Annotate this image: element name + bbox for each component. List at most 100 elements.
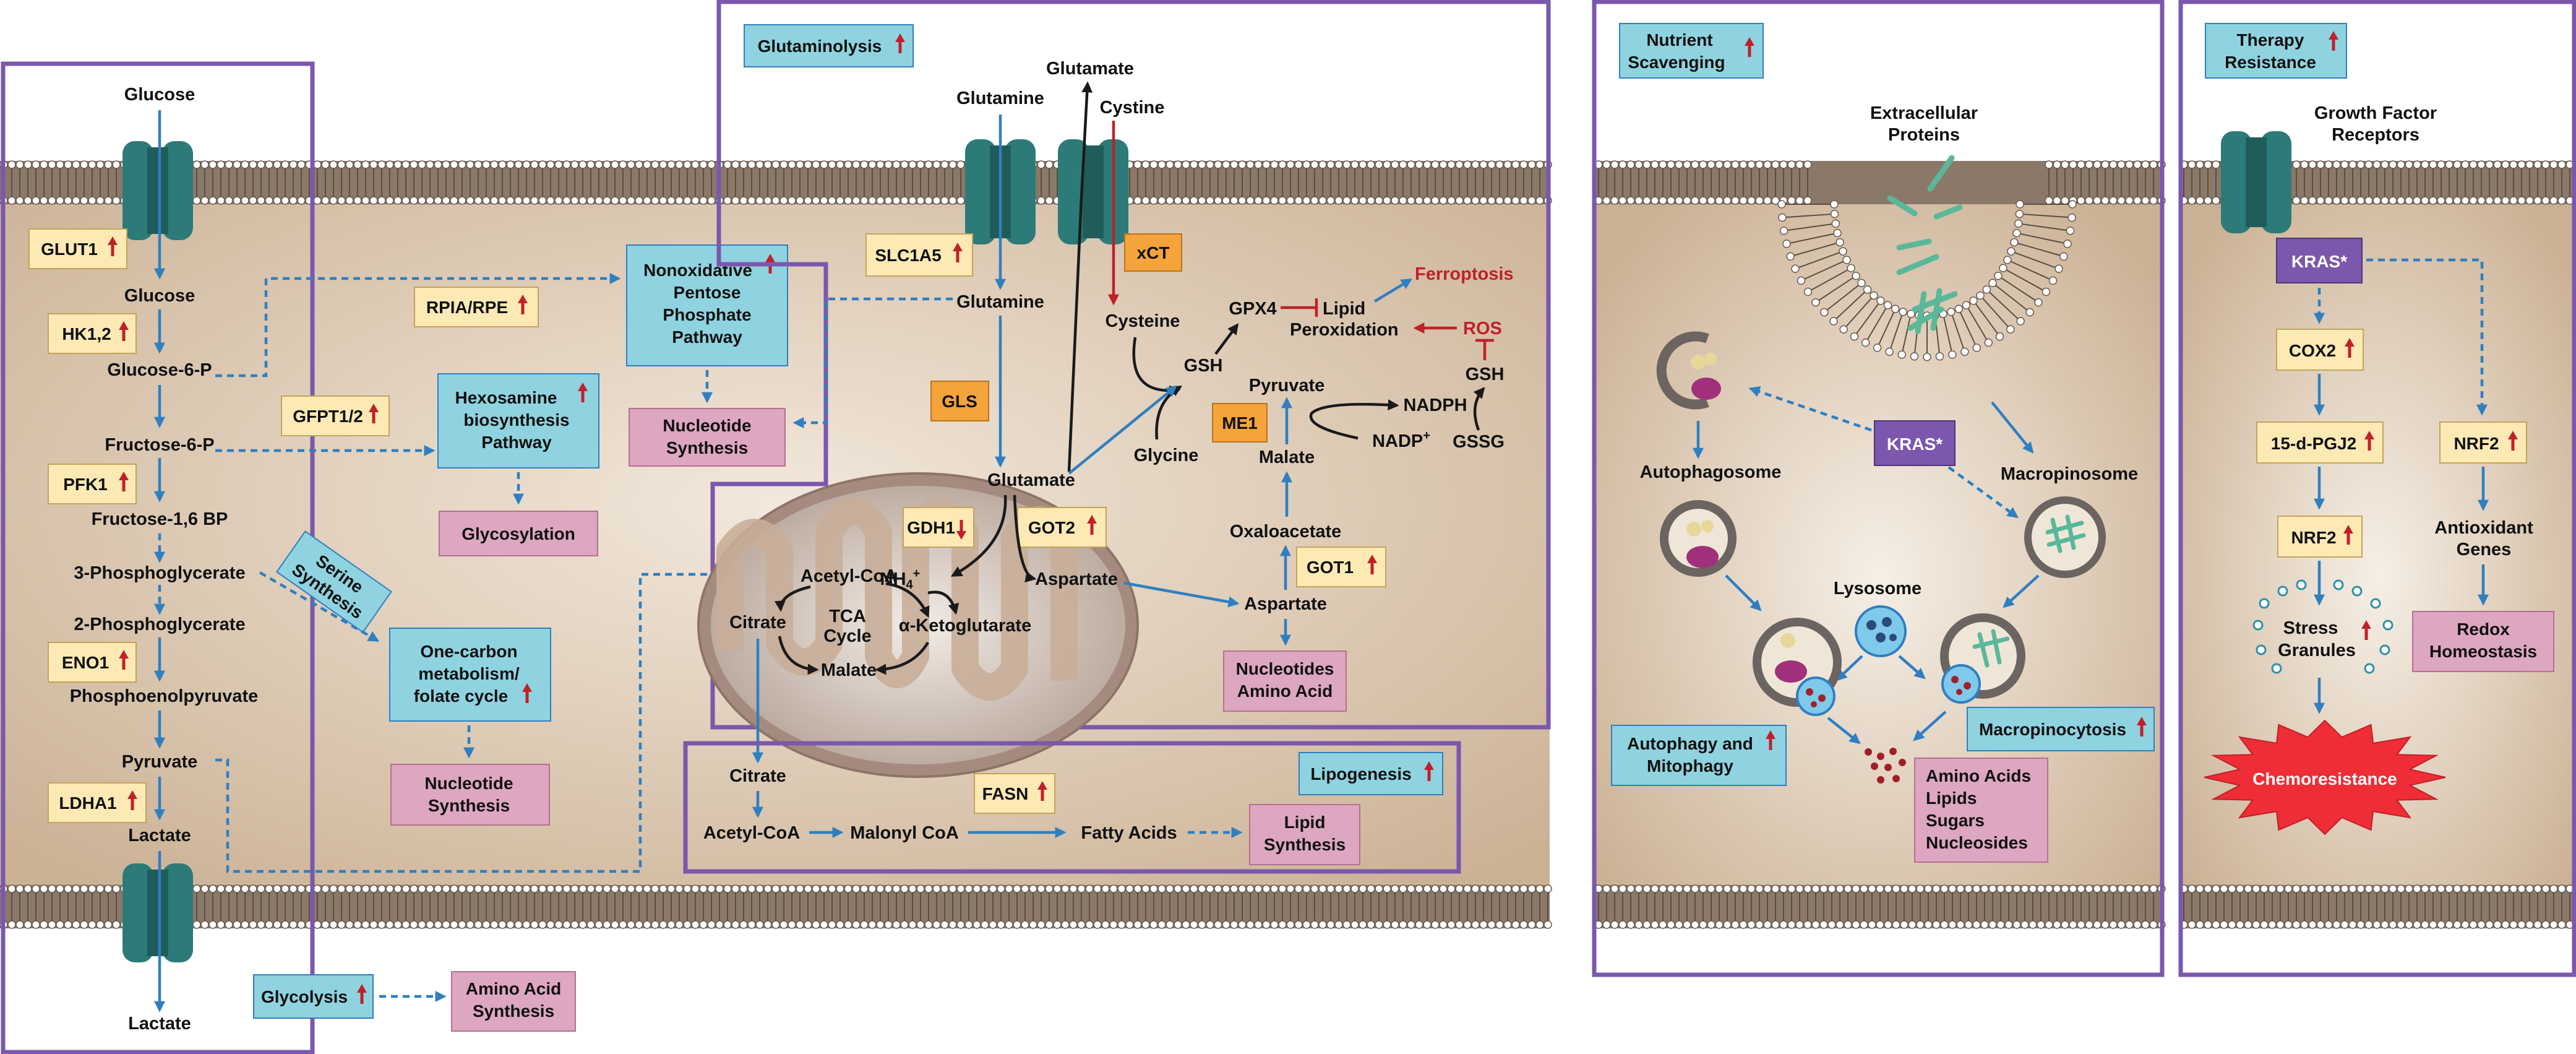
redox-homeostasis-box: Redox Homeostasis [2412,611,2554,672]
up-arrow-icon [2345,338,2355,358]
autophagosome-icon [1660,500,1737,577]
lysosome-label: Lysosome [1834,579,1921,598]
enzyme-xct: xCT [1124,233,1182,272]
glutamate-mito: Glutamate [987,470,1075,490]
svg-text:SLC1A5: SLC1A5 [875,246,941,265]
svg-text:Amino Acids: Amino Acids [1926,766,2031,785]
svg-text:NRF2: NRF2 [2454,434,2499,453]
glut1-transporter-icon [122,141,193,240]
svg-text:Nutrient: Nutrient [1646,30,1712,50]
gsh-2: GSH [1466,365,1505,384]
enzyme-ldha1: LDHA1 [48,782,147,823]
macropinolysosome-icon [1940,613,2025,704]
svg-text:One-carbon: One-carbon [420,642,517,661]
enzyme-glut1: GLUT1 [28,228,127,269]
antioxidant-genes-2: Genes [2457,540,2512,559]
svg-text:Nucleotide: Nucleotide [424,774,513,793]
scavenging-label: Nutrient Scavenging [1619,23,1764,79]
svg-text:Resistance: Resistance [2225,53,2316,72]
protein-fragments-icon [1887,155,1963,334]
pgj2-box: 15-d-PGJ2 [2256,421,2384,464]
phosphoenolpyruvate: Phosphoenolpyruvate [70,686,259,706]
svg-text:Pentose: Pentose [674,283,741,302]
up-arrow-icon [357,984,367,1004]
enzyme-got1: GOT1 [1296,546,1386,587]
growth-factor-receptors-1: Growth Factor [2314,103,2437,123]
down-arrow-icon [956,520,966,540]
macropinosome-icon [2024,496,2106,578]
lipogenesis-label: Lipogenesis [1299,752,1443,795]
tca-cycle-1: TCA [829,607,866,626]
svg-text:GOT2: GOT2 [1028,518,1075,537]
acetyl-coa-mito: Acetyl-CoA [801,566,897,586]
glycine: Glycine [1134,446,1199,465]
svg-text:GOT1: GOT1 [1307,558,1354,577]
svg-text:metabolism/: metabolism/ [418,664,520,683]
nadph: NADPH [1403,395,1467,415]
aspartate-cytosol: Aspartate [1244,594,1327,614]
enzyme-gdh1: GDH1 [903,507,974,548]
chemoresistance-starburst: Chemoresistance [2204,719,2446,836]
enzyme-gls: GLS [930,381,989,421]
pyruvate-glutaminolysis: Pyruvate [1249,376,1325,395]
svg-text:GDH1: GDH1 [907,518,955,537]
antioxidant-genes-1: Antioxidant [2434,518,2533,538]
nrf2-box-a: NRF2 [2277,516,2363,558]
malonyl-coa: Malonyl CoA [850,823,959,843]
svg-text:Lipogenesis: Lipogenesis [1310,764,1411,784]
up-arrow-icon [119,472,129,491]
phagophore-icon [1656,331,1721,410]
svg-text:KRAS*: KRAS* [2291,252,2347,271]
svg-text:Glutaminolysis: Glutaminolysis [758,37,882,56]
malate-cytosol: Malate [1259,447,1315,467]
lactate-intracellular: Lactate [128,826,191,845]
glycosylation-box: Glycosylation [439,511,598,556]
growth-factor-receptors-2: Receptors [2332,125,2419,145]
svg-text:Synthesis: Synthesis [473,1001,554,1021]
hexosamine-box: Hexosamine biosynthesis Pathway [437,373,599,469]
svg-text:Pathway: Pathway [481,433,552,452]
up-arrow-icon [2343,525,2353,545]
ros: ROS [1463,319,1502,339]
amino-acid-synthesis-box: Amino Acid Synthesis [451,971,576,1032]
nrf2-box-b: NRF2 [2439,421,2527,464]
ferroptosis: Ferroptosis [1415,264,1514,284]
nucleotide-synthesis-box-1: Nucleotide Synthesis [629,408,786,467]
up-arrow-icon [1037,781,1047,801]
citrate-cytosol: Citrate [729,766,786,786]
gpx4: GPX4 [1229,299,1276,319]
macropinosome-label: Macropinosome [2001,464,2138,484]
up-arrow-icon [1745,37,1754,57]
svg-text:Homeostasis: Homeostasis [2429,642,2537,661]
glucose-extracellular: Glucose [124,85,195,105]
autophagy-mitophagy-box: Autophagy and Mitophagy [1611,725,1787,786]
lactate-transporter-icon [122,863,193,962]
up-arrow-icon [1424,761,1434,781]
oxaloacetate: Oxaloacetate [1230,522,1342,542]
svg-text:Macropinocytosis: Macropinocytosis [1979,720,2126,739]
svg-text:GLS: GLS [942,392,977,411]
slc1a5-transporter-icon [965,139,1036,244]
up-arrow-icon [895,33,905,53]
3-phosphoglycerate: 3-Phosphoglycerate [74,563,245,583]
2-phosphoglycerate: 2-Phosphoglycerate [74,615,245,634]
lactate-extracellular: Lactate [128,1014,191,1034]
svg-text:Nucleotides: Nucleotides [1236,659,1334,678]
gsh-1: GSH [1184,356,1223,376]
up-arrow-icon [953,243,963,262]
extracellular-proteins-1: Extracellular [1870,103,1978,123]
glutaminolysis-label: Glutaminolysis [744,24,914,67]
up-arrow-icon [2508,431,2518,451]
svg-text:Mitophagy: Mitophagy [1647,756,1733,775]
fructose-6-p: Fructose-6-P [105,435,214,455]
enzyme-eno1: ENO1 [48,642,137,683]
nucleotide-synthesis-box-2: Nucleotide Synthesis [390,764,550,826]
up-arrow-icon [522,683,532,703]
svg-text:Glycosylation: Glycosylation [462,524,575,543]
svg-text:Synthesis: Synthesis [428,796,510,815]
svg-text:Therapy: Therapy [2237,30,2304,50]
up-arrow-icon [578,382,588,402]
lipid-peroxidation-1: Lipid [1323,299,1365,319]
glucose-6-p: Glucose-6-P [107,360,212,380]
